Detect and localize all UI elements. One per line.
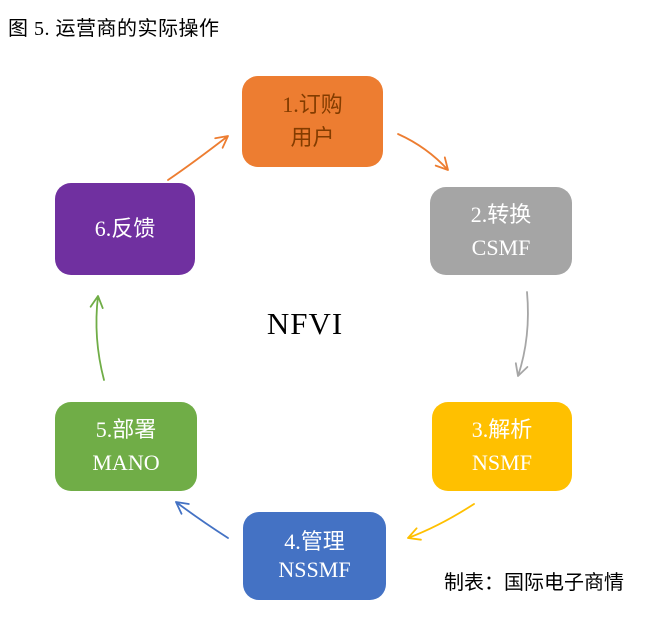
arrow-step1-to-step2-icon [397,133,449,171]
step-1-sublabel: 用户 [290,125,335,150]
step-2-sublabel: CSMF [471,234,531,260]
step-box-4: 4.管理 NSSMF [243,512,386,600]
center-label-nfvi: NFVI [266,306,344,341]
step-5-label: 5.部署 [95,417,157,442]
step-box-1: 1.订购 用户 [242,76,383,167]
step-box-3: 3.解析 NSMF [432,402,572,491]
step-4-label: 4.管理 [284,529,345,554]
step-6-label: 6.反馈 [94,216,156,241]
step-2-label: 2.转换 [470,201,532,227]
step-3-sublabel: NSMF [472,450,532,475]
figure-title: 图 5. 运营商的实际操作 [8,18,220,40]
step-box-6: 6.反馈 [55,183,195,275]
step-box-5: 5.部署 MANO [55,402,197,491]
step-4-sublabel: NSSMF [278,557,351,582]
step-3-label: 3.解析 [471,417,533,442]
arrow-step4-to-step5-icon [175,501,229,539]
arrow-step2-to-step3-icon [514,291,529,377]
step-box-2: 2.转换 CSMF [430,187,572,275]
step-1-label: 1.订购 [282,92,343,117]
arrow-step3-to-step4-icon [407,503,475,541]
credit-text: 制表：国际电子商情 [444,572,624,594]
step-5-sublabel: MANO [92,450,160,475]
arrow-step6-to-step1-icon [167,135,229,181]
arrow-step5-to-step6-icon [89,295,105,381]
